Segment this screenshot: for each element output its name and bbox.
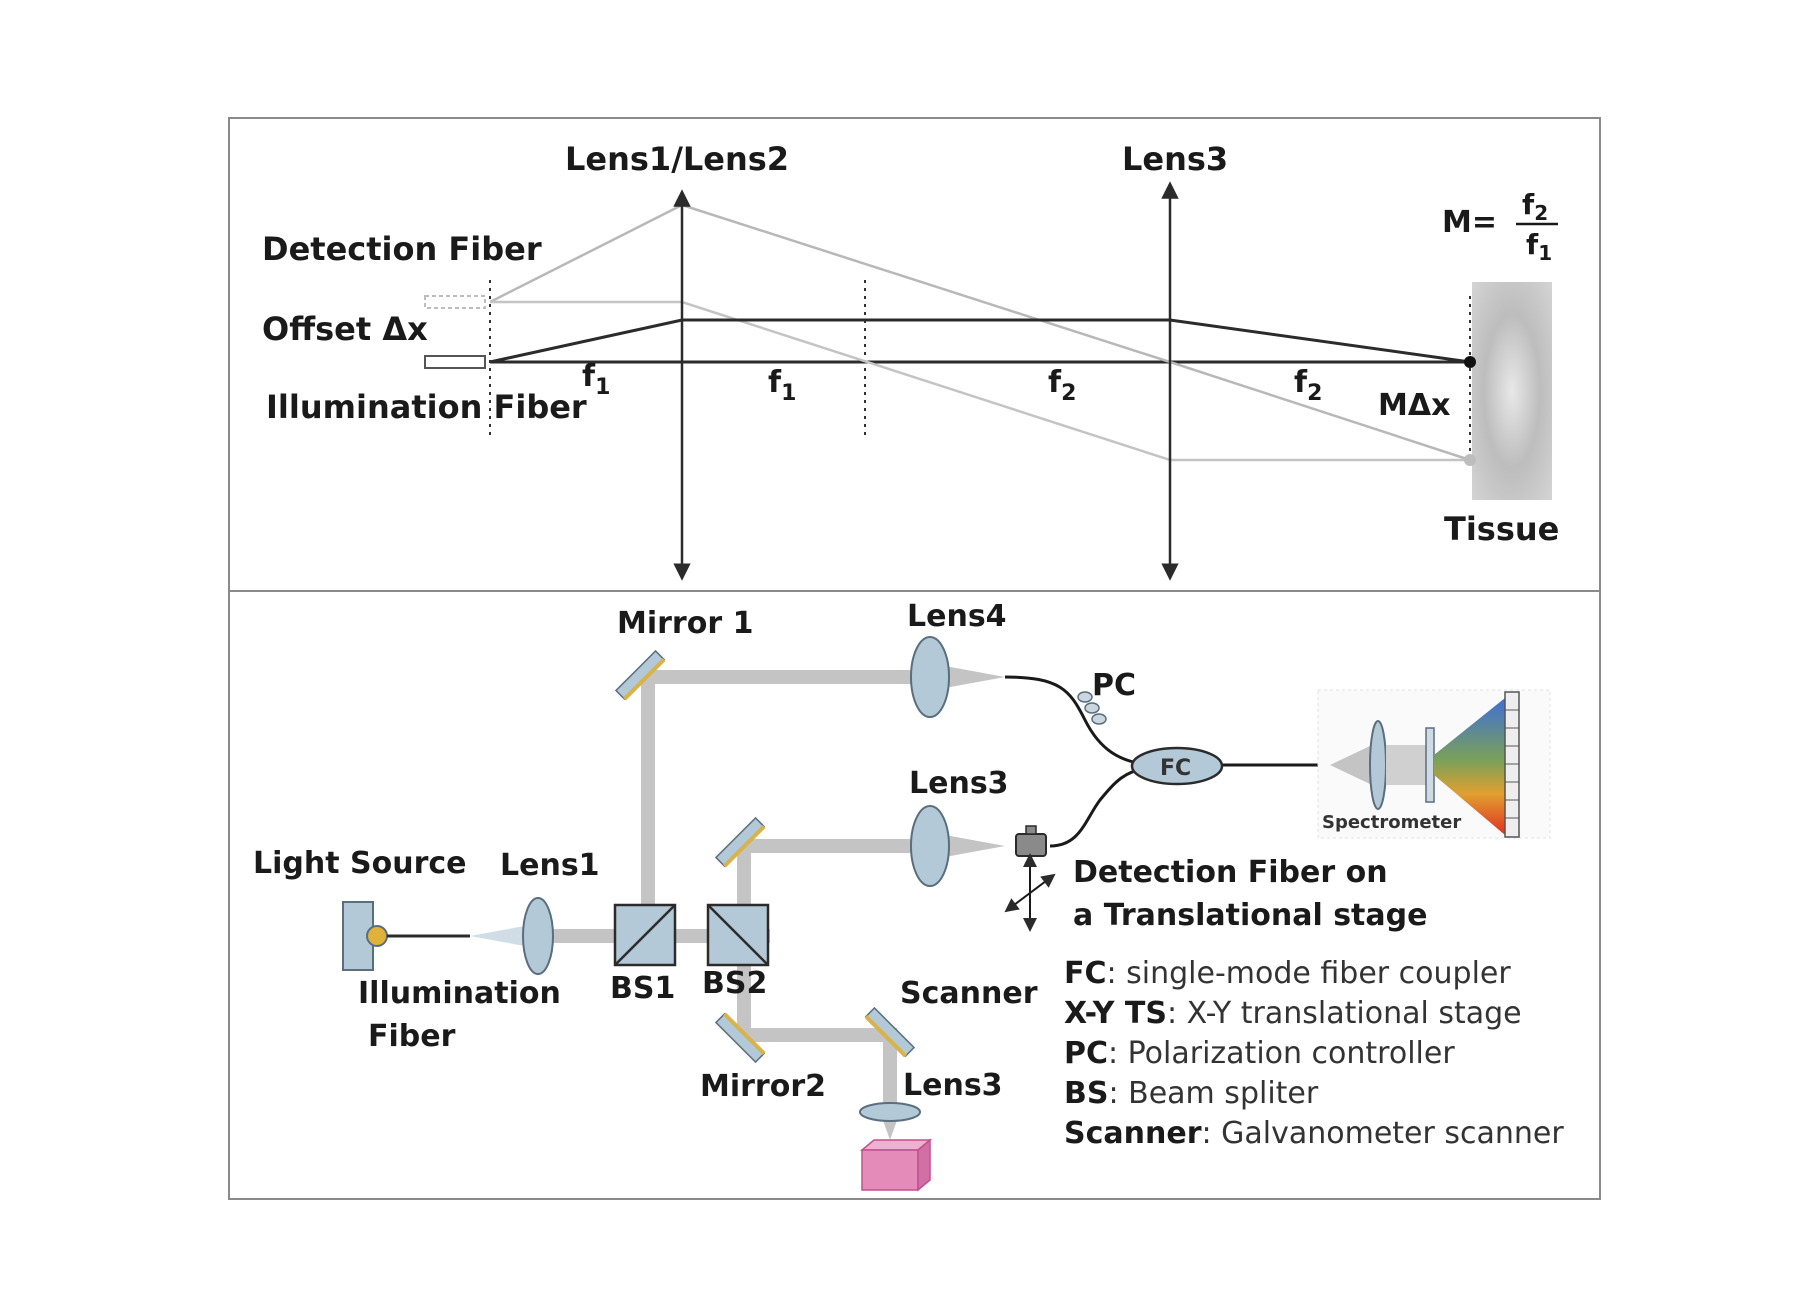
lens1-cone — [470, 925, 530, 947]
light-source-label: Light Source — [253, 846, 467, 881]
bs1-label: BS1 — [610, 971, 675, 1006]
magnification-numerator: f2 — [1522, 188, 1548, 225]
legend-item-pc: PC: Polarization controller — [1064, 1036, 1455, 1071]
lens3-lower-label: Lens3 — [903, 1068, 1003, 1103]
legend-item-scanner: Scanner: Galvanometer scanner — [1064, 1116, 1564, 1151]
bs2-cube — [706, 903, 770, 967]
bs2-label: BS2 — [702, 966, 767, 1001]
lens3-lower-element — [859, 1102, 921, 1122]
lens4-cone — [945, 666, 1005, 688]
tissue-cube — [859, 1138, 933, 1192]
scanner-mirror-element — [864, 1006, 916, 1058]
translational-stage — [1004, 825, 1056, 932]
offset-focus-point — [1464, 454, 1476, 466]
magnification-lhs: M= — [1442, 205, 1497, 240]
illumination-fiber-label: Illumination Fiber — [266, 388, 587, 426]
fiber-stage-to-fc — [1049, 766, 1151, 848]
f2-left-label: f2 — [1048, 365, 1076, 406]
mirror-bs2-up-element — [714, 816, 766, 868]
mirror1-label: Mirror 1 — [617, 606, 753, 641]
legend-item-xyts: X-Y TS: X-Y translational stage — [1064, 996, 1522, 1031]
legend-item-fc: FC: single-mode fiber coupler — [1064, 956, 1511, 991]
legend-item-bs: BS: Beam spliter — [1064, 1076, 1319, 1111]
focus-point — [1464, 356, 1476, 368]
illumination-fiber-stub — [424, 355, 486, 369]
light-source-bulb — [366, 925, 388, 947]
bs1-cube — [613, 903, 677, 967]
beam-scanner-horizontal — [737, 1028, 897, 1042]
bottom-panel-frame — [228, 590, 1601, 1200]
fiber-coupler — [1130, 746, 1224, 786]
offset-label: Offset Δx — [262, 310, 428, 348]
beam-bs1-up — [641, 670, 655, 930]
lens12-label: Lens1/Lens2 — [565, 140, 789, 178]
detection-stage-line1: Detection Fiber on — [1073, 855, 1388, 890]
legend: FC: single-mode fiber coupler X-Y TS: X-… — [1064, 956, 1564, 1151]
f2-right-label: f2 — [1294, 365, 1322, 406]
scanner-label: Scanner — [900, 976, 1038, 1011]
mirror1-element — [614, 649, 666, 701]
f1-left-label: f1 — [582, 359, 610, 400]
pc-label: PC — [1092, 668, 1136, 703]
m-delta-x-label: MΔx — [1378, 388, 1450, 423]
beam-scanner-down — [883, 1028, 897, 1108]
bottom-panel: FC Spectrometer Mirror 1 — [253, 599, 1564, 1192]
lens3-upper-element — [910, 805, 950, 887]
illumination-line1: Illumination — [358, 976, 561, 1011]
polarization-controller — [1077, 691, 1107, 725]
beam-mid-horizontal — [737, 839, 927, 853]
tissue-sample — [1472, 282, 1552, 500]
fiber-lens4-to-fc — [1004, 675, 1151, 767]
lens3-upper-cone — [945, 835, 1005, 857]
magnification-denominator: f1 — [1526, 228, 1552, 265]
beam-top-horizontal — [641, 670, 921, 684]
detection-stage-line2: a Translational stage — [1073, 898, 1427, 933]
mirror2-element — [714, 1012, 766, 1064]
lens3-top-label: Lens3 — [1122, 140, 1228, 178]
tissue-label: Tissue — [1444, 510, 1559, 548]
fc-label: FC — [1160, 756, 1191, 781]
detection-fiber-label: Detection Fiber — [262, 230, 542, 268]
top-panel: Lens1/Lens2 Lens3 Detection Fiber Offset… — [262, 140, 1559, 581]
spectrometer-label: Spectrometer — [1322, 812, 1461, 833]
mirror2-label: Mirror2 — [700, 1069, 826, 1104]
f1-right-label: f1 — [768, 365, 796, 406]
detection-ray-chief — [490, 300, 1470, 462]
detection-ray-upper — [489, 203, 1471, 462]
illumination-line2: Fiber — [368, 1019, 456, 1054]
lens4-label: Lens4 — [907, 599, 1007, 634]
lens1-label: Lens1 — [500, 848, 600, 883]
detection-fiber-stub — [424, 295, 486, 309]
spectrometer — [1317, 689, 1551, 839]
beam-bs2-down — [737, 942, 751, 1042]
top-panel-frame — [228, 117, 1601, 592]
lens1-element — [522, 897, 554, 975]
lens3-upper-label: Lens3 — [909, 766, 1009, 801]
lens4-element — [910, 636, 950, 718]
illumination-ray — [489, 318, 1471, 364]
